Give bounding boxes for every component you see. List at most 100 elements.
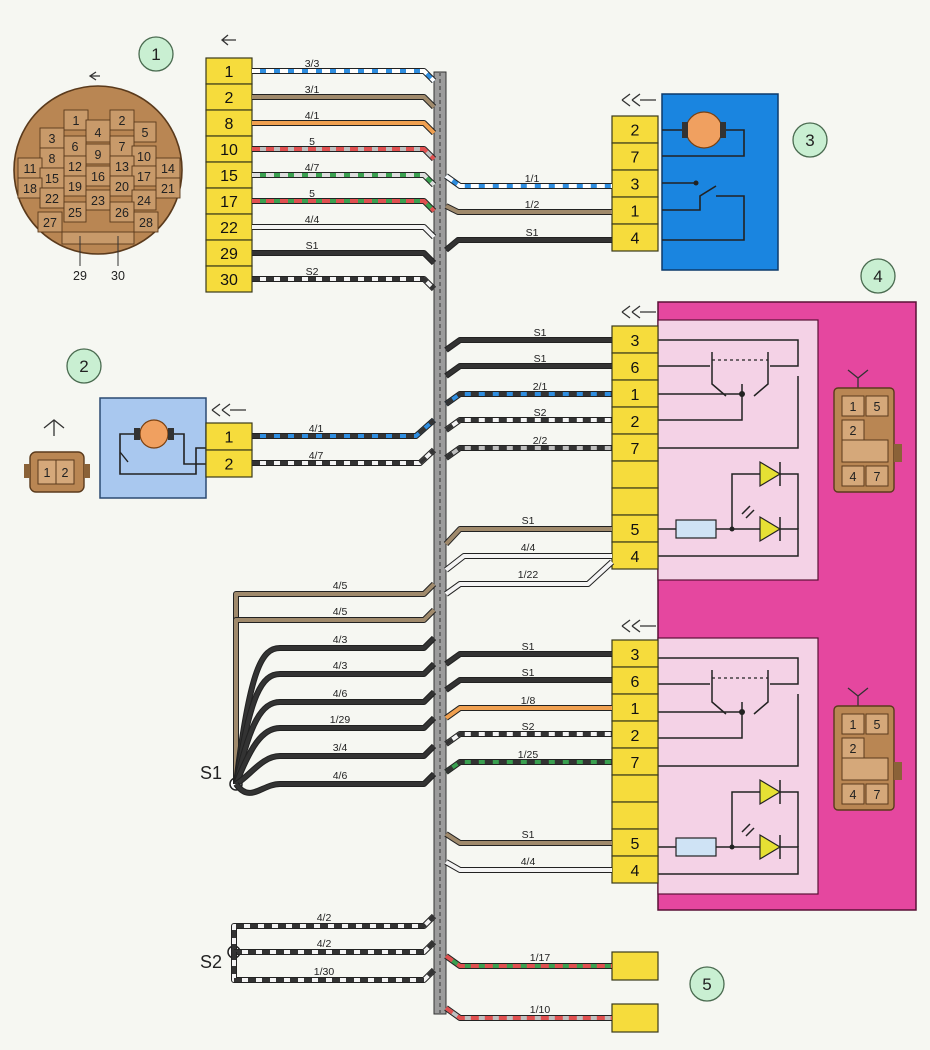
relay-top-pin-box	[611, 460, 659, 489]
relay-connector-cell	[841, 713, 865, 735]
svg-text:4: 4	[873, 267, 882, 286]
s2-wire-label-2: 1/30	[314, 966, 335, 978]
connector-1-face-pin-28: 28	[139, 216, 153, 230]
relay-bottom-wire-2	[444, 706, 612, 720]
switch-3-pin-box	[611, 115, 659, 144]
connector-1-pin-29: 29	[220, 246, 238, 263]
block-5-terminal-bottom	[611, 1003, 659, 1033]
s2-wire-0-outline	[231, 913, 437, 952]
relay-top-wire-3-stripe	[444, 418, 612, 432]
relay-connector-pin-5: 5	[874, 718, 881, 732]
relay-bottom-wire-4-stripe	[444, 760, 612, 774]
connector-1-pin-box	[205, 265, 253, 293]
connector-1-face-pin-16: 16	[91, 170, 105, 184]
connector-1-pin-10: 10	[220, 142, 238, 159]
connector-1-face-pin-12: 12	[68, 160, 82, 174]
connector-1-face-pin-24: 24	[137, 194, 151, 208]
motor-2-pins: 12	[205, 422, 253, 478]
relay-top-pin-2: 2	[631, 414, 640, 431]
switch-3-wire-label-2: S1	[526, 227, 539, 239]
block-5-terminal-top	[611, 951, 659, 981]
s1-wire-4	[234, 690, 436, 785]
motor-2-panel	[99, 397, 246, 499]
connector-1-face-pin-10: 10	[137, 150, 151, 164]
relay-top-pin-box	[611, 325, 659, 354]
connector-1-wire-label-6: 4/4	[305, 214, 320, 226]
relay-bottom-wire-label-2: 1/8	[521, 695, 536, 707]
connector-1-face-pin-9: 9	[95, 148, 102, 162]
relay-resistor	[675, 837, 717, 857]
relay-connector-pin-7: 7	[874, 470, 881, 484]
connector-1-face-pin-7: 7	[119, 140, 126, 154]
connector-1-pin-box	[205, 239, 253, 267]
relay-bottom-wire-label-1: S1	[522, 667, 535, 679]
connector-1-face-cell	[85, 119, 111, 143]
relay-bottom-pin-box	[611, 720, 659, 749]
s1-wire-5	[234, 716, 436, 785]
s1-wire-6	[234, 744, 436, 786]
connector-1-face-pin-22: 22	[45, 192, 59, 206]
relay-contact-line	[779, 780, 799, 847]
connector-1-wire-label-0: 3/3	[305, 58, 320, 70]
relay-connector-pin-1: 1	[850, 400, 857, 414]
relay-top-wire-6	[444, 554, 612, 572]
connector-1-pin-17: 17	[220, 194, 238, 211]
connector-1-wire-3-stripe	[252, 147, 436, 161]
block-5-wire-label-1: 1/10	[530, 1004, 551, 1016]
relay-bottom-pin-box	[611, 801, 659, 830]
relay-top-pin-6: 6	[631, 360, 640, 377]
connector-1-wire-label-8: S2	[306, 266, 319, 278]
s1-wire-label-6: 3/4	[333, 742, 348, 754]
connector-1-wire-label-4: 4/7	[305, 162, 320, 174]
relay-top-wire-5	[444, 527, 612, 546]
motor-2-wire-0-outline	[252, 417, 436, 439]
relay-connector-latch	[894, 762, 902, 780]
connector-1-face-pin-26: 26	[115, 206, 129, 220]
relay-contact-line	[741, 823, 755, 837]
relay-connector-arrow	[847, 369, 869, 388]
relay-connector-cell	[841, 439, 889, 463]
callout-1: 1	[138, 36, 174, 72]
relay-connector-cell	[865, 783, 889, 805]
relay-top-wire-4-stripe	[444, 446, 612, 460]
connector-1-pin-30-label: 30	[111, 269, 125, 283]
connector-1-pin-box	[205, 57, 253, 85]
wires: 3/33/14/154/754/4S1S24/14/71/11/2S1S1S12…	[231, 58, 615, 1021]
relay-bottom-wire-label-3: S2	[522, 721, 535, 733]
relay-top-wire-label-0: S1	[534, 327, 547, 339]
motor-2-connector: 1 2	[24, 419, 90, 493]
relay-contact-line	[658, 657, 799, 685]
connector-1-face-pin-13: 13	[115, 160, 129, 174]
connector-1-face-cell	[85, 189, 111, 211]
s2-wire-2-stripe	[232, 952, 436, 982]
s2-wire-label-0: 4/2	[317, 912, 332, 924]
connector-1-pin-29-label: 29	[73, 269, 87, 283]
connector-1-wire-label-5: 5	[309, 188, 315, 200]
relay-top-wire-7	[444, 560, 614, 596]
connector-1-pin-30: 30	[220, 272, 238, 289]
relay-contact-line	[753, 352, 769, 397]
relay-connector-pin-1: 1	[850, 718, 857, 732]
relay-top-wire-label-5: S1	[522, 515, 535, 527]
relay-contact-line	[658, 694, 799, 767]
relay-bottom-pin-box	[611, 693, 659, 722]
block-5-wire-0-stripe	[444, 954, 612, 968]
svg-text:S2: S2	[200, 952, 222, 972]
relay-connector-cell	[865, 465, 889, 487]
connector-1-face-pin-8: 8	[49, 152, 56, 166]
relay-top-arrow	[621, 305, 656, 319]
connector-1-face-pin-25: 25	[68, 206, 82, 220]
relay-contact-line	[658, 393, 743, 421]
relay-top-wire-label-7: 1/22	[518, 569, 539, 581]
relay-bottom-pin-1: 1	[631, 701, 640, 718]
relay-bottom-pin-6: 6	[631, 674, 640, 691]
block-5-wire-1-stripe	[444, 1006, 612, 1020]
relay-contact-line	[658, 517, 799, 557]
relay-bottom-wire-label-0: S1	[522, 641, 535, 653]
relay-contact-line	[658, 339, 799, 367]
relay-junction	[739, 709, 745, 715]
motor-3-icon	[685, 111, 723, 149]
